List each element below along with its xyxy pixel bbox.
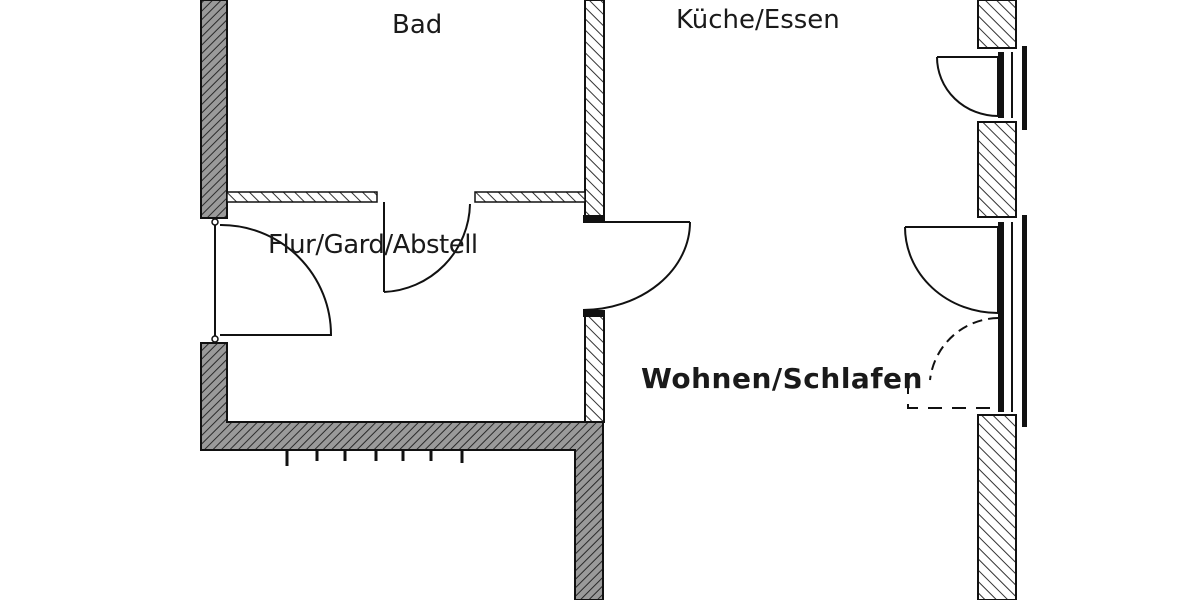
wardrobe-hooks [285,450,464,466]
room-label-kueche-essen: Küche/Essen [676,5,840,35]
exterior-wall-bottom [200,342,604,600]
exterior-wall-left-upper [200,0,228,219]
partition-wall-bad [584,0,605,219]
room-label-wohnen-schlafen: Wohnen/Schlafen [641,362,923,395]
room-label-bad: Bad [392,10,443,40]
bathroom-door [383,202,471,293]
living-room-door [582,215,691,317]
window-living [904,215,1027,427]
entrance-door [211,218,333,343]
partition-wall-flur [584,311,605,423]
window-kitchen [936,46,1027,130]
exterior-wall-right [977,0,1017,600]
room-label-flur: Flur/Gard/Abstell [268,230,478,260]
partition-bad-flur [226,191,586,203]
